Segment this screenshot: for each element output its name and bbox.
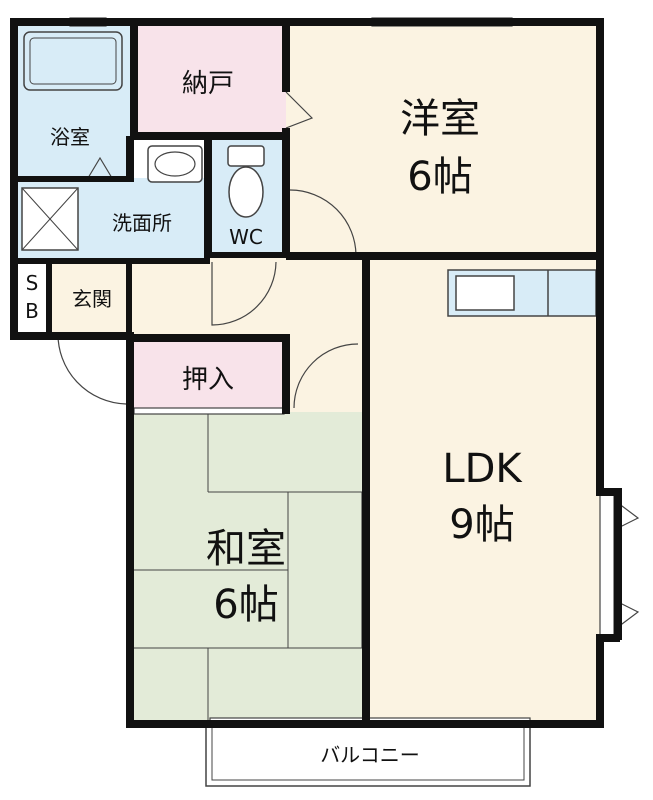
walls — [10, 18, 622, 728]
kitchen-counter-icon — [447, 269, 597, 317]
shoebox-label-s: S — [26, 271, 39, 295]
shoebox-label-b: B — [25, 299, 39, 323]
storage-label: 納戸 — [182, 69, 234, 99]
western-room-fill — [286, 22, 598, 256]
entrance-fill — [50, 262, 130, 332]
bathtub-icon — [23, 31, 123, 91]
washroom-label: 洗面所 — [112, 211, 172, 235]
ldk-fill — [366, 260, 600, 722]
tatami-lines — [130, 412, 362, 722]
closet-fill — [134, 340, 284, 412]
japanese-room-label: 和室 — [206, 526, 286, 572]
closet-label: 押入 — [182, 365, 234, 395]
western-room-size: 6帖 — [407, 154, 472, 200]
ldk-size: 9帖 — [449, 502, 514, 548]
japanese-room-fill — [130, 412, 362, 722]
ldk-label: LDK — [442, 446, 523, 492]
wc-label: WC — [229, 225, 263, 249]
door-swings — [57, 91, 359, 409]
entrance-label: 玄関 — [72, 287, 112, 311]
balcony — [205, 728, 531, 787]
storage-fill — [134, 25, 286, 135]
western-room-label: 洋室 — [400, 96, 480, 142]
balcony-label: バルコニー — [320, 743, 420, 767]
bath-label: 浴室 — [50, 125, 90, 149]
toilet-icon — [227, 145, 265, 218]
japanese-room-size: 6帖 — [213, 582, 278, 628]
